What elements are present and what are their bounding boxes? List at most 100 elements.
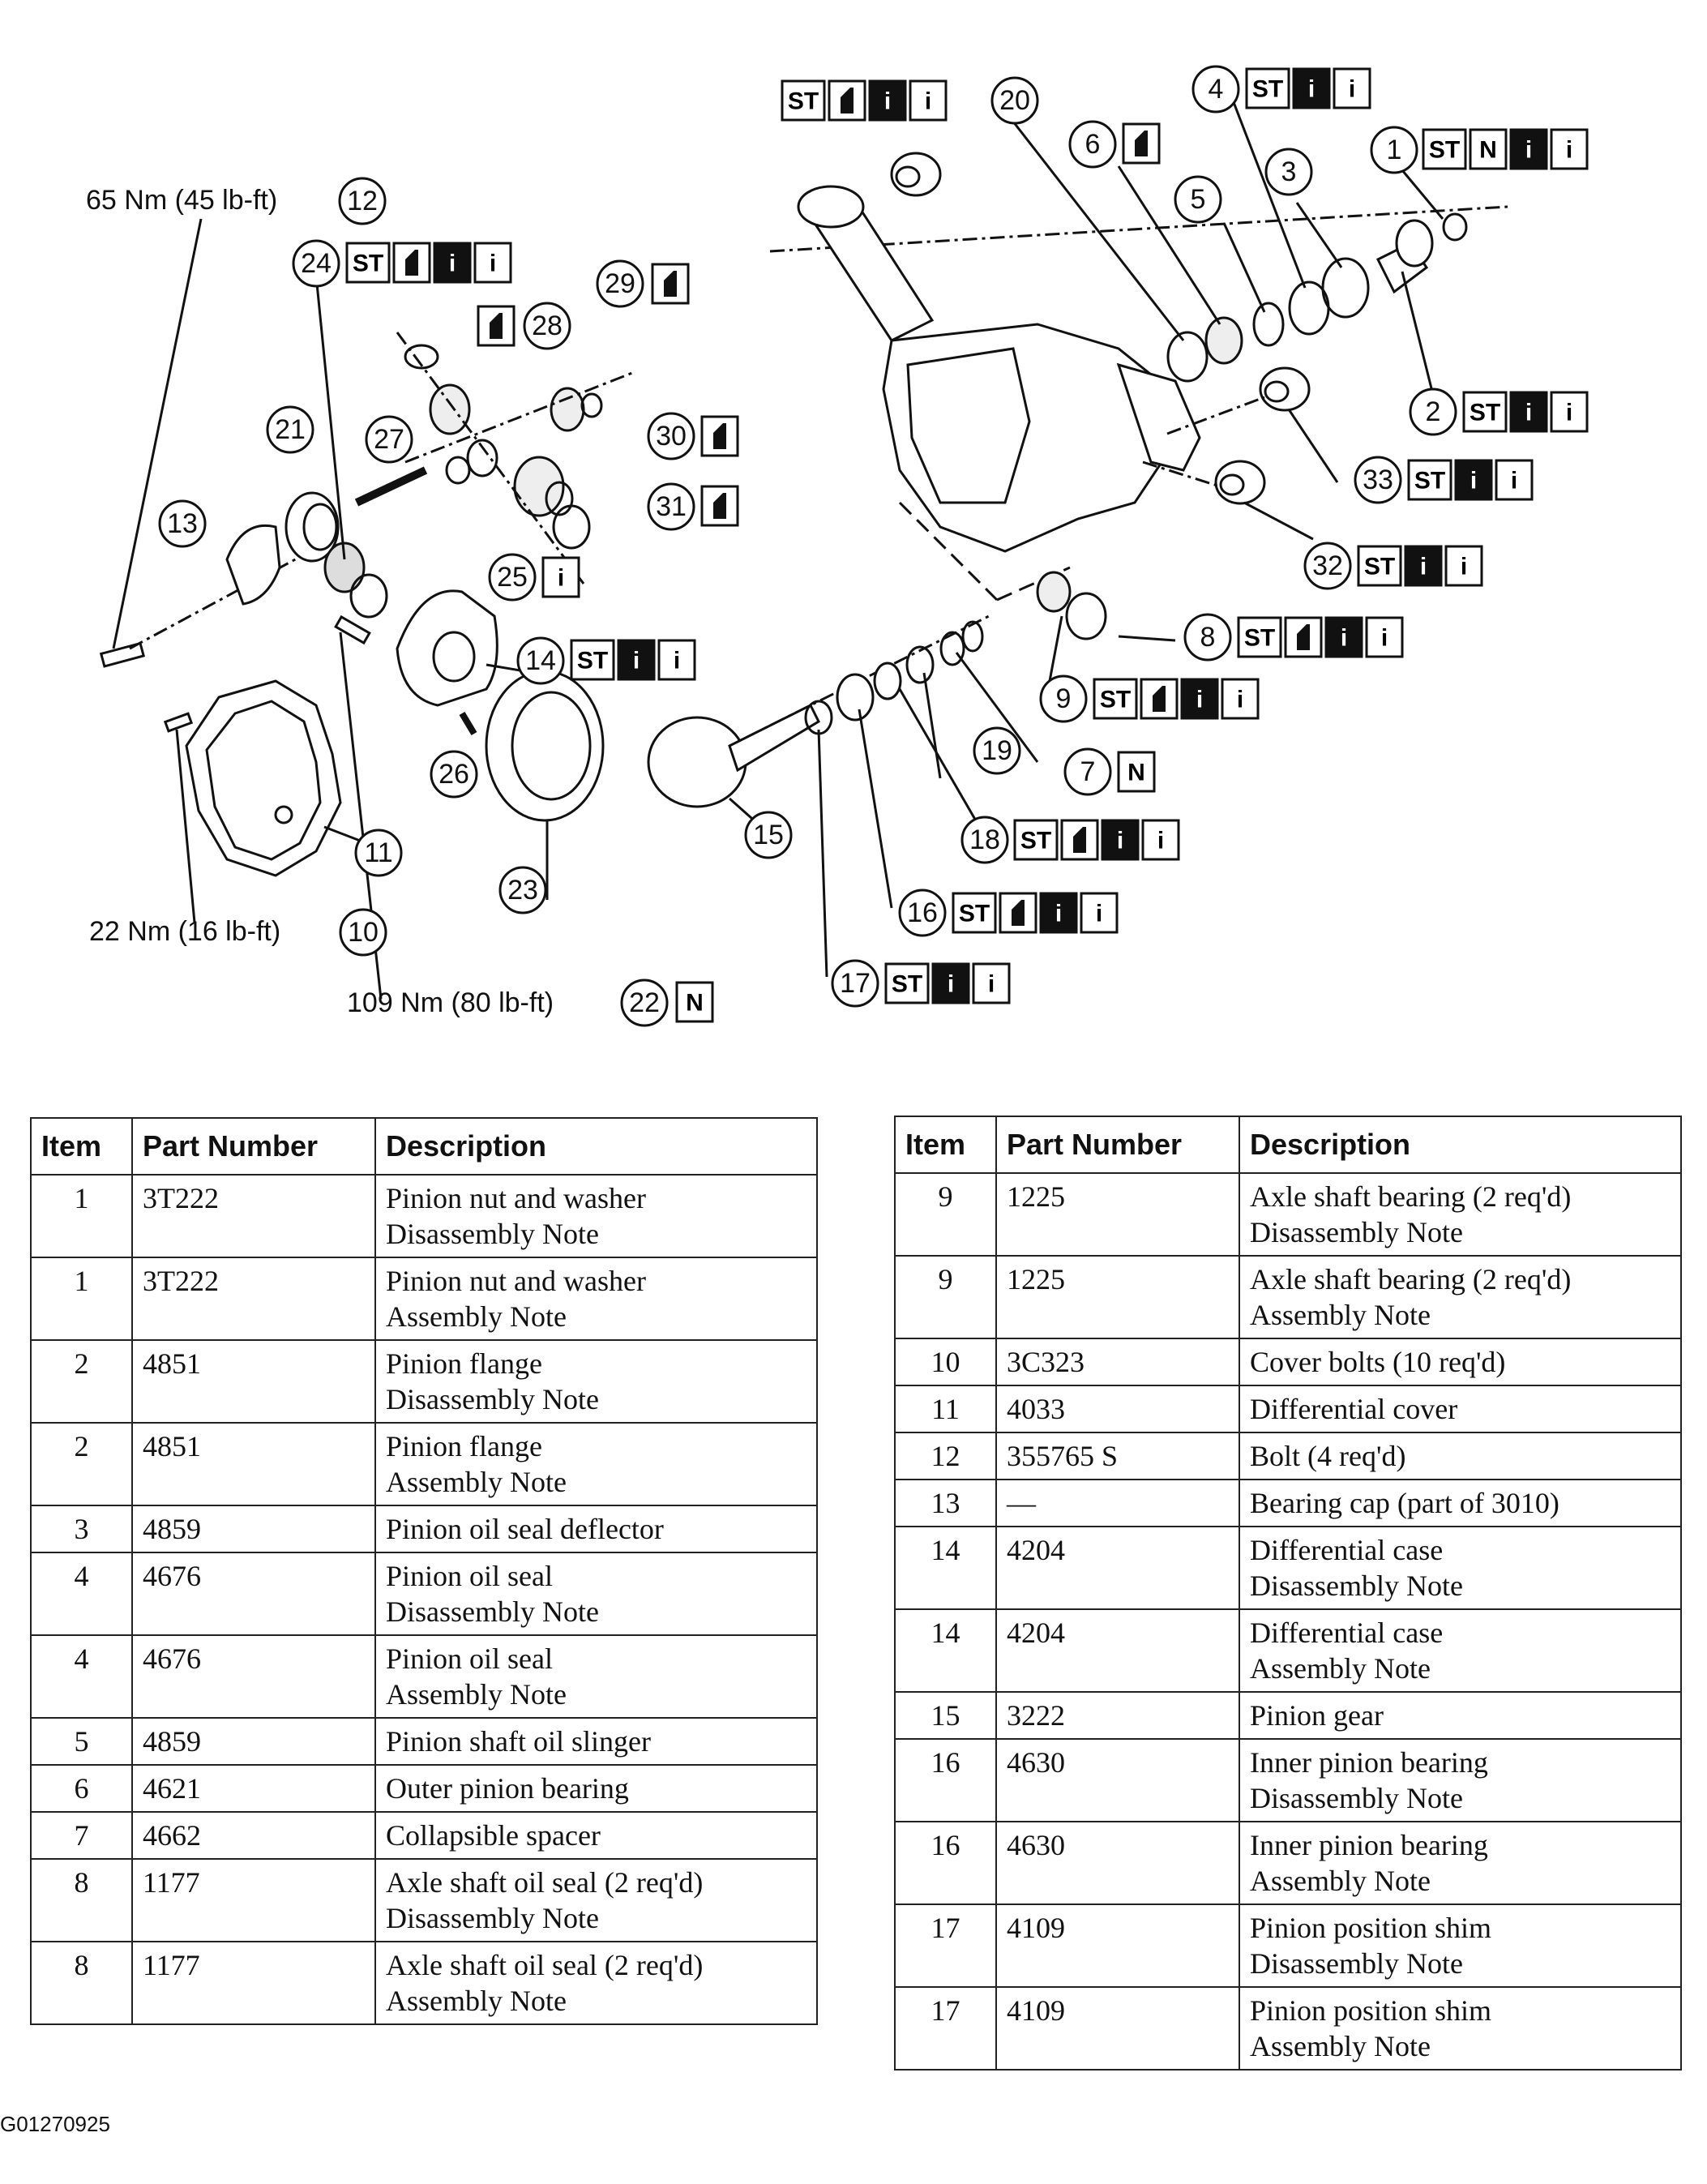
svg-text:33: 33: [1363, 465, 1393, 495]
note-link[interactable]: Disassembly Note: [386, 1902, 599, 1934]
note-link[interactable]: Disassembly Note: [386, 1218, 599, 1250]
new-part-icon: [1469, 128, 1508, 170]
note-link[interactable]: Disassembly Note: [386, 1383, 599, 1415]
note-link[interactable]: Disassembly Note: [1250, 1216, 1463, 1248]
note-link[interactable]: Disassembly Note: [1250, 1782, 1463, 1814]
callout-11: 11: [354, 829, 403, 877]
svg-text:9: 9: [1056, 683, 1072, 714]
info-black-icon: [1509, 128, 1548, 170]
note-link[interactable]: Disassembly Note: [386, 1595, 599, 1628]
svg-text:26: 26: [439, 759, 469, 790]
callout-15: 15: [744, 811, 793, 859]
svg-text:4: 4: [1209, 74, 1224, 105]
new-part-icon: [675, 981, 714, 1023]
special-tool-icon: [345, 242, 391, 284]
lubricant-icon: [999, 892, 1037, 934]
info-black-icon: [1292, 67, 1331, 109]
callout-13: 13: [158, 499, 207, 548]
note-link[interactable]: Assembly Note: [1250, 2030, 1431, 2062]
lubricant-icon: [392, 242, 431, 284]
callout-28: 28: [523, 302, 571, 350]
callout-7: 7: [1063, 747, 1112, 796]
new-part-icon: [1117, 751, 1156, 793]
note-link[interactable]: Assembly Note: [1250, 1299, 1431, 1331]
torque-10-label: 22 Nm (16 lb-ft): [89, 916, 280, 947]
header-description: Description: [1239, 1116, 1682, 1174]
special-tool-icon: [781, 79, 826, 122]
svg-text:5: 5: [1191, 184, 1206, 215]
callout-6: 6: [1068, 120, 1117, 169]
figure-code: G01270925: [0, 2112, 110, 2136]
special-tool-icon: [1462, 391, 1508, 433]
svg-text:6: 6: [1085, 129, 1101, 160]
info-icon: [1550, 391, 1589, 433]
callout-18: 18: [960, 816, 1009, 864]
callout-25: 25: [488, 553, 537, 602]
callout-5: 5: [1174, 175, 1222, 224]
callout-21: 21: [266, 405, 314, 454]
note-link[interactable]: Assembly Note: [386, 1466, 567, 1498]
table-row: 13—Bearing cap (part of 3010): [894, 1479, 1682, 1527]
info-icon: [1141, 819, 1180, 861]
callout-12: 12: [338, 177, 387, 225]
note-link[interactable]: Assembly Note: [386, 1985, 567, 2017]
info-icon: [1444, 545, 1483, 587]
special-tool-icon: [1357, 545, 1402, 587]
svg-text:15: 15: [753, 820, 784, 850]
callout-1: 1: [1370, 126, 1418, 174]
callout-17: 17: [831, 959, 879, 1008]
callout-4: 4: [1191, 65, 1240, 113]
note-link[interactable]: Assembly Note: [386, 1300, 567, 1333]
info-black-icon: [1454, 459, 1493, 501]
info-icon: [657, 639, 696, 681]
svg-text:3: 3: [1281, 156, 1297, 187]
svg-text:31: 31: [656, 491, 687, 522]
callout-2: 2: [1409, 388, 1457, 436]
callout-31: 31: [647, 482, 695, 531]
special-tool-icon: [570, 639, 615, 681]
svg-text:8: 8: [1200, 622, 1216, 653]
callout-14: 14: [516, 636, 565, 685]
svg-text:1: 1: [1387, 135, 1402, 165]
info-icon: [1495, 459, 1534, 501]
header-description: Description: [374, 1117, 818, 1176]
info-black-icon: [1509, 391, 1548, 433]
callouts: 65 Nm (45 lb-ft) 22 Nm (16 lb-ft) 109 Nm…: [86, 65, 1589, 1027]
svg-text:17: 17: [840, 968, 871, 999]
svg-text:20: 20: [999, 85, 1030, 116]
callout-26: 26: [430, 750, 478, 799]
note-link[interactable]: Disassembly Note: [1250, 1569, 1463, 1602]
info-black-icon: [617, 639, 656, 681]
note-link[interactable]: Disassembly Note: [1250, 1947, 1463, 1980]
callout-29: 29: [596, 259, 644, 308]
note-link[interactable]: Assembly Note: [1250, 1865, 1431, 1897]
lubricant-icon: [651, 263, 690, 305]
note-link[interactable]: Assembly Note: [386, 1678, 567, 1711]
svg-text:30: 30: [656, 421, 687, 452]
header-part-number: Part Number: [995, 1116, 1240, 1174]
callout-10: 10: [339, 908, 387, 957]
special-tool-icon: [1245, 67, 1290, 109]
svg-text:2: 2: [1426, 396, 1441, 427]
header-item: Item: [30, 1117, 133, 1176]
bolt-12-shape: [99, 641, 146, 668]
info-icon: [909, 79, 948, 122]
svg-text:29: 29: [605, 268, 635, 299]
info-icon: [1365, 616, 1404, 658]
note-link[interactable]: Assembly Note: [1250, 1652, 1431, 1685]
callout-19: 19: [973, 726, 1021, 775]
